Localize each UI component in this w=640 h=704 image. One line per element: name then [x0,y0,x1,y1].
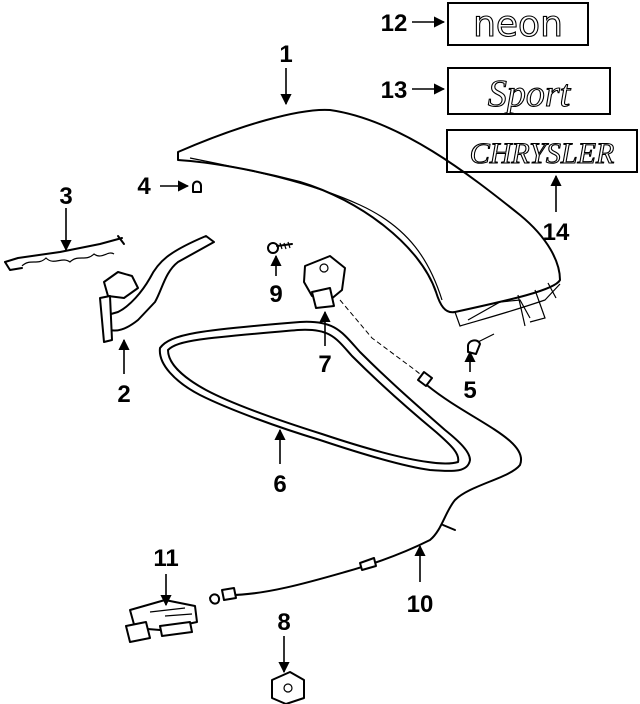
emblem-chrysler: CHRYSLER [446,129,638,173]
callout-8: 8 [277,609,290,636]
callout-3: 3 [59,183,72,210]
callout-14: 14 [543,219,570,246]
emblem-sport: Sport [447,67,611,116]
latch-clip [467,333,495,355]
callout-11: 11 [153,545,178,572]
emblem-chrysler-text: CHRYSLER [470,137,614,170]
callout-5: 5 [463,377,476,404]
weatherstrip [158,320,471,472]
release-cable [209,371,523,605]
lid-bumper [192,180,202,193]
leader-lines [60,16,562,674]
callout-labels: 1 2 3 4 5 6 7 8 9 10 11 12 13 14 [59,10,570,636]
callout-7: 7 [318,351,331,378]
callout-2: 2 [117,381,130,408]
trunk-lid [177,108,561,327]
callout-4: 4 [137,173,151,200]
release-lever [125,599,198,643]
emblem-neon-text: neon [473,4,563,45]
emblem-sport-text: Sport [488,73,572,115]
callout-9: 9 [269,281,282,308]
bolt [267,241,293,254]
callout-12: 12 [381,10,408,37]
callout-1: 1 [279,41,292,68]
torsion-bar [4,235,125,271]
lid-latch [303,255,426,379]
lid-hinge [99,235,215,343]
emblem-neon: neon [447,2,589,46]
callout-13: 13 [381,77,408,104]
callout-10: 10 [407,591,434,618]
mounting-bracket [271,671,305,704]
callout-6: 6 [273,471,286,498]
